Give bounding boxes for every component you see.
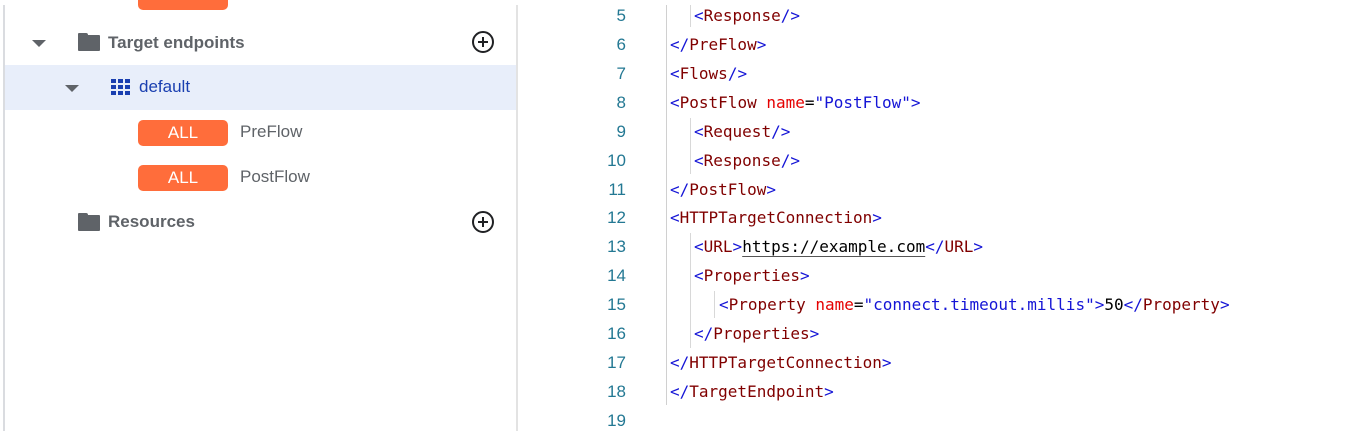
line-number: 9 — [616, 122, 626, 141]
code-line: 8 <PostFlow name="PostFlow"> — [518, 88, 1354, 117]
indent-guide — [666, 5, 667, 405]
code-line: 16 </Properties> — [518, 319, 1354, 348]
line-number: 6 — [616, 35, 626, 54]
indent-guide — [690, 118, 691, 174]
xml-tag: HTTPTargetConnection — [679, 208, 873, 227]
code-line: 5 <Response/> — [518, 1, 1354, 30]
xml-tag: Response — [703, 151, 781, 170]
pane-splitter[interactable] — [516, 5, 518, 431]
line-number: 12 — [607, 208, 626, 227]
line-number: 14 — [607, 266, 626, 285]
line-number: 10 — [607, 151, 626, 170]
tree-item-label: PostFlow — [240, 167, 310, 186]
code-line: 10 <Response/> — [518, 146, 1354, 175]
xml-tag: Properties — [703, 266, 800, 285]
xml-tag: Properties — [713, 324, 810, 343]
proxy-navigator-sidebar: Target endpoints default ALL PreFlow ALL… — [0, 0, 516, 431]
xml-tag: Property — [728, 295, 806, 314]
line-number: 19 — [607, 411, 626, 430]
xml-tag: PreFlow — [689, 35, 757, 54]
method-badge-partial[interactable] — [138, 0, 228, 10]
xml-tag: PostFlow — [679, 93, 757, 112]
indent-guide — [714, 291, 715, 318]
line-number: 15 — [607, 295, 626, 314]
xml-attribute-value: "PostFlow" — [814, 93, 911, 112]
code-line: 11 </PostFlow> — [518, 175, 1354, 204]
code-line: 18 </TargetEndpoint> — [518, 377, 1354, 406]
tree-item-preflow[interactable]: ALL PreFlow — [5, 110, 516, 155]
tree-item-target-endpoints[interactable]: Target endpoints — [5, 20, 516, 65]
caret-down-icon[interactable] — [32, 40, 46, 47]
method-badge: ALL — [138, 120, 228, 146]
tree-item-label: Target endpoints — [108, 33, 245, 52]
xml-tag: URL — [944, 237, 974, 256]
code-editor[interactable]: 5 <Response/> 6 </PreFlow> 7 <Flows/> 8 … — [518, 0, 1354, 431]
method-badge: ALL — [138, 165, 228, 191]
tree-item-default-endpoint[interactable]: default — [5, 65, 516, 110]
line-number: 13 — [607, 237, 626, 256]
xml-tag: Response — [703, 6, 781, 25]
xml-text-value: 50 — [1104, 295, 1124, 314]
code-line: 9 <Request/> — [518, 117, 1354, 146]
xml-attribute: name — [766, 93, 805, 112]
tree-item-label: default — [139, 77, 191, 96]
line-number: 5 — [616, 6, 626, 25]
xml-attribute-value: "connect.timeout.millis" — [863, 295, 1095, 314]
xml-tag: URL — [703, 237, 733, 256]
indent-guide — [690, 233, 691, 348]
endpoint-grid-icon — [111, 79, 130, 95]
add-resource-icon[interactable] — [472, 211, 494, 233]
sidebar-left-border — [3, 5, 5, 431]
code-line: 6 </PreFlow> — [518, 30, 1354, 59]
code-line: 15 <Property name="connect.timeout.milli… — [518, 290, 1354, 319]
tree-item-postflow[interactable]: ALL PostFlow — [5, 155, 516, 200]
xml-tag: Flows — [679, 64, 728, 83]
line-number: 8 — [616, 93, 626, 112]
code-line: 7 <Flows/> — [518, 59, 1354, 88]
line-number: 17 — [607, 353, 626, 372]
xml-tag: PostFlow — [689, 180, 767, 199]
code-line: 17 </HTTPTargetConnection> — [518, 348, 1354, 377]
code-line: 12 <HTTPTargetConnection> — [518, 203, 1354, 232]
code-line: 13 <URL>https://example.com</URL> — [518, 232, 1354, 261]
folder-icon — [78, 213, 100, 231]
caret-down-icon[interactable] — [65, 85, 79, 92]
line-number: 18 — [607, 382, 626, 401]
xml-tag: HTTPTargetConnection — [689, 353, 882, 372]
xml-tag: TargetEndpoint — [689, 382, 825, 401]
xml-tag: Request — [703, 122, 772, 141]
code-line: 14 <Properties> — [518, 261, 1354, 290]
line-number: 16 — [607, 324, 626, 343]
url-link[interactable]: https://example.com — [742, 237, 926, 256]
line-number: 7 — [616, 64, 626, 83]
add-target-endpoint-icon[interactable] — [472, 31, 494, 53]
tree-item-resources[interactable]: Resources — [5, 199, 516, 244]
code-line: 19 — [518, 406, 1354, 431]
line-number: 11 — [608, 180, 626, 199]
folder-icon — [78, 33, 100, 51]
tree-item-label: Resources — [108, 212, 195, 231]
indent-guide — [690, 5, 691, 27]
xml-tag: Property — [1142, 295, 1220, 314]
xml-attribute: name — [815, 295, 854, 314]
tree-item-label: PreFlow — [240, 122, 303, 141]
